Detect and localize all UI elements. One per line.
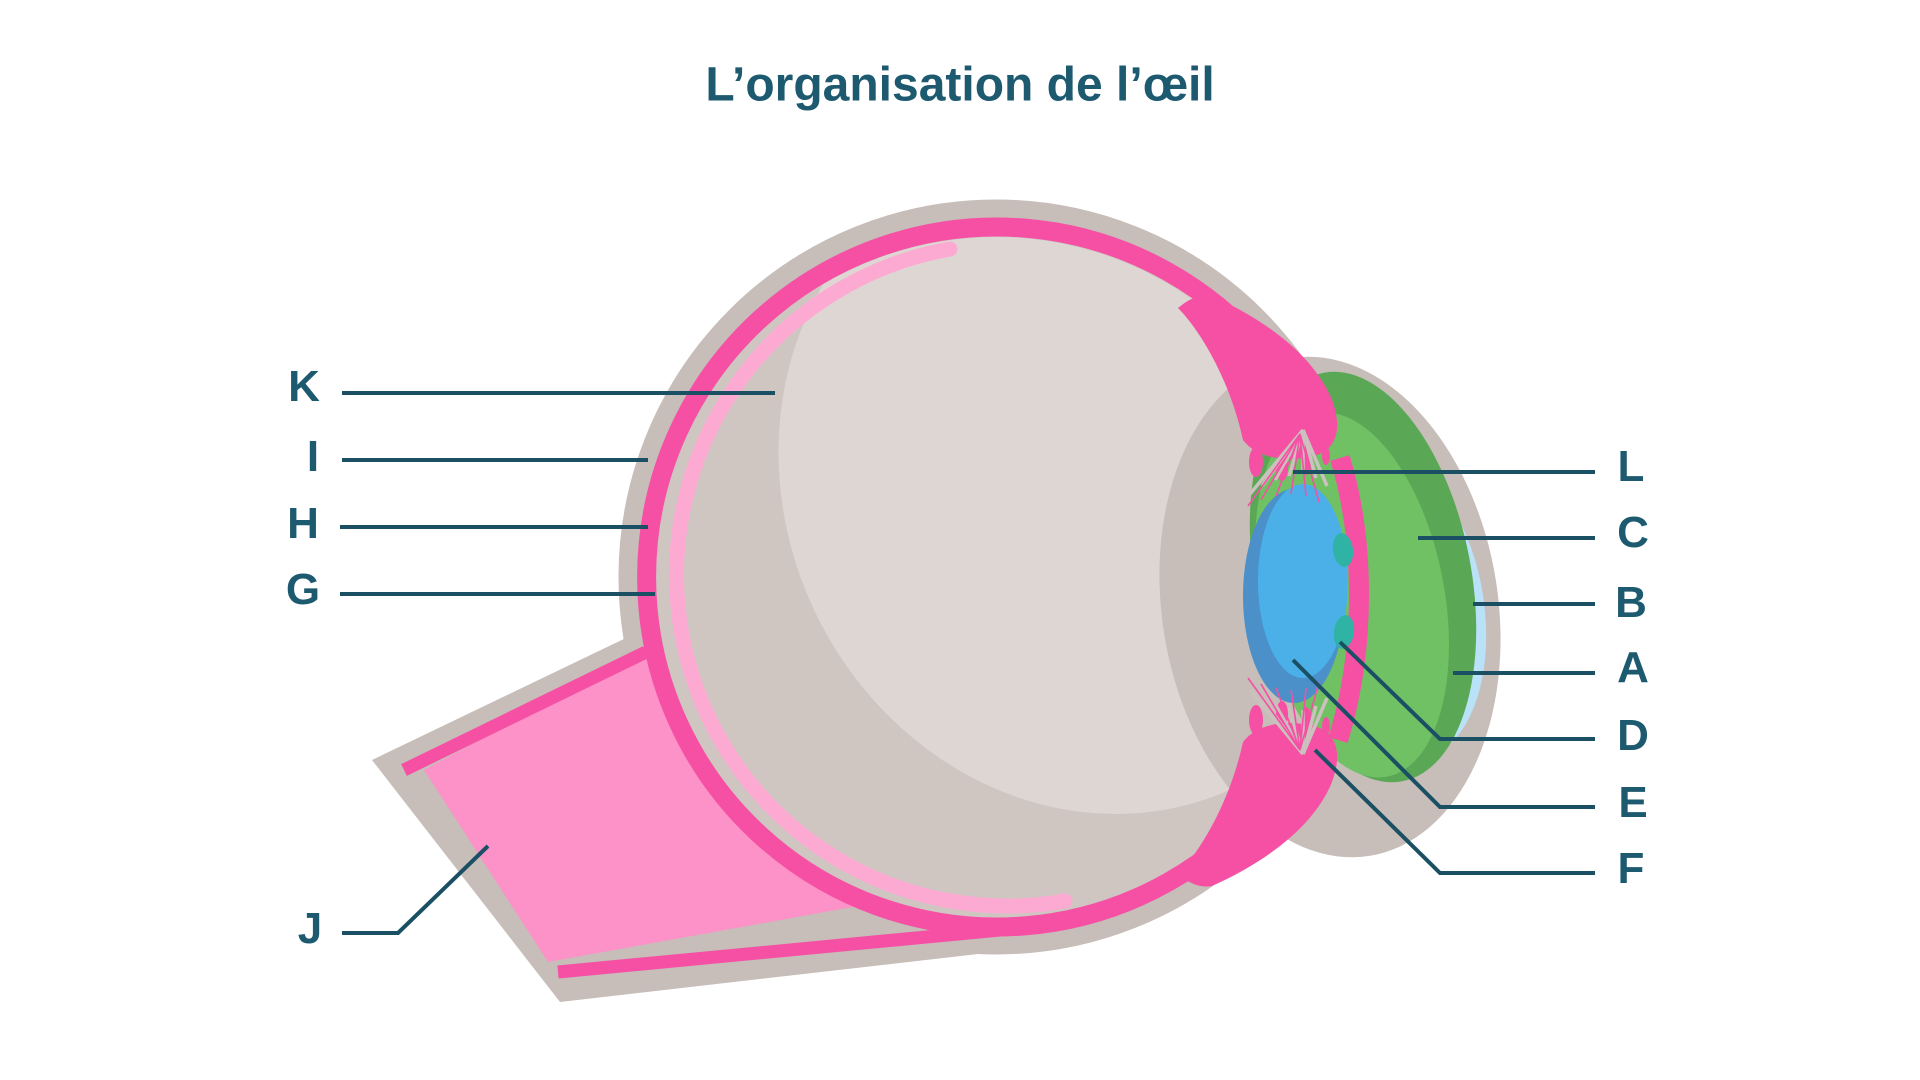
zonular-strands-upper [1247,433,1320,507]
label-line-D [1338,640,1595,741]
label-K: K [288,362,320,411]
label-line-F [1313,748,1595,875]
label-E: E [1618,778,1648,827]
retina-layer [669,241,1073,914]
label-L: L [1617,442,1645,491]
label-F: F [1617,844,1645,893]
label-line-J [342,844,490,935]
label-A: A [1617,643,1649,692]
zonular-strands-lower [1247,677,1320,751]
label-I: I [306,432,320,481]
label-B: B [1615,578,1647,627]
iris-pigment-band [1328,455,1370,743]
page-title: L’organisation de l’œil [705,58,1215,112]
label-D: D [1617,711,1649,760]
ciliary-muscle-upper [1332,533,1354,567]
optic-nerve-stripe-upper [401,646,649,776]
label-lines [340,391,1595,935]
label-C: C [1617,508,1649,557]
lens [1258,484,1348,678]
choroid-layer [637,217,1280,937]
ciliary-muscle-lower [1333,615,1355,649]
label-line-E [1291,658,1595,809]
optic-nerve-stripe-lower [557,923,1001,979]
label-H: H [287,499,319,548]
label-J: J [297,904,323,953]
label-G: G [285,565,321,614]
